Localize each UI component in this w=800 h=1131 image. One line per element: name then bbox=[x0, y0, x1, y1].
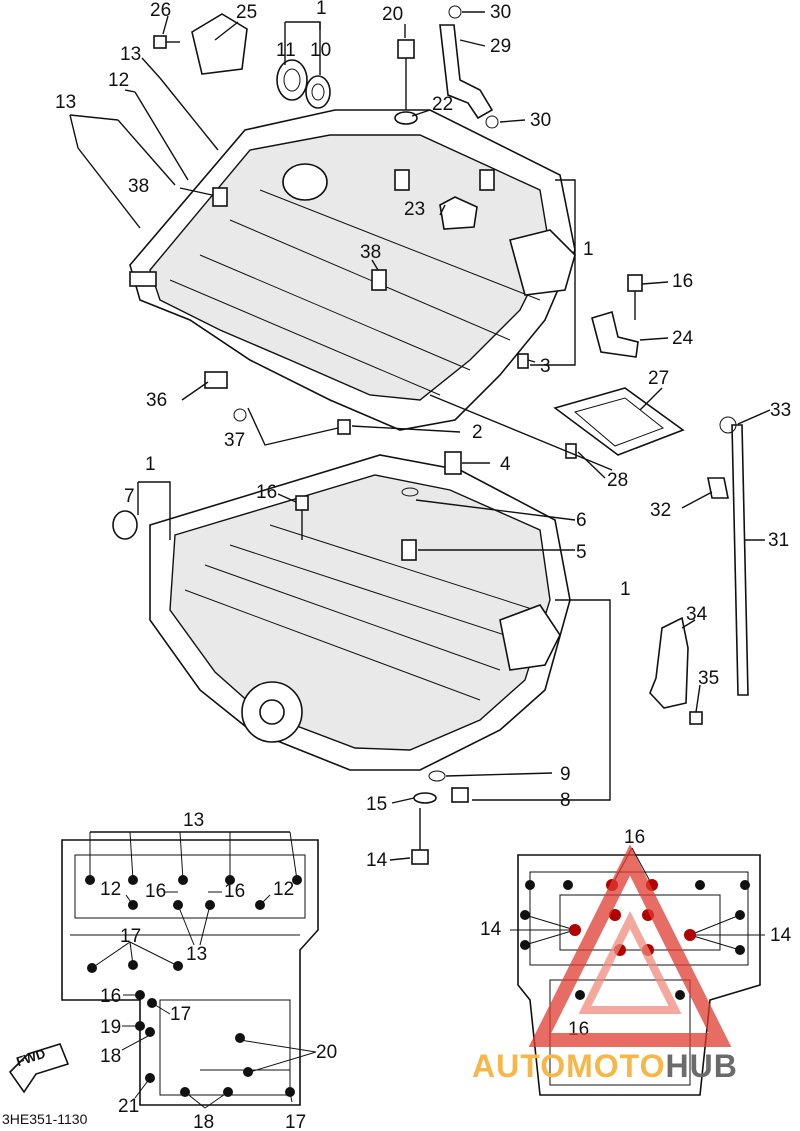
detail-left-16-c: 16 bbox=[100, 986, 121, 1007]
watermark-part1: AUTO bbox=[472, 1048, 567, 1084]
callout-2: 2 bbox=[472, 422, 483, 443]
callout-33: 33 bbox=[770, 400, 791, 421]
callout-12: 12 bbox=[108, 70, 129, 91]
callout-1-top: 1 bbox=[316, 0, 327, 19]
detail-right-16-top: 16 bbox=[624, 827, 645, 848]
fwd-arrow-icon bbox=[8, 1043, 70, 1094]
callout-24: 24 bbox=[672, 328, 694, 349]
upper-crankcase bbox=[129, 109, 576, 431]
callout-27: 27 bbox=[648, 368, 669, 389]
detail-left-17-a: 17 bbox=[120, 926, 141, 947]
detail-right-bolt-dots bbox=[520, 879, 750, 1000]
callout-30: 30 bbox=[530, 110, 551, 131]
detail-left-18-a: 18 bbox=[100, 1046, 121, 1067]
callout-7: 7 bbox=[124, 486, 135, 507]
leader-lines bbox=[69, 11, 771, 861]
callout-14: 14 bbox=[366, 850, 388, 871]
callout-1-right: 1 bbox=[583, 239, 594, 260]
callout-11: 11 bbox=[276, 40, 296, 61]
callout-32: 32 bbox=[650, 500, 671, 521]
detail-right-14-right: 14 bbox=[770, 925, 792, 946]
callout-31: 31 bbox=[768, 530, 789, 551]
callout-25: 25 bbox=[236, 2, 257, 23]
detail-left-20: 20 bbox=[316, 1042, 337, 1063]
callout-3: 3 bbox=[540, 356, 551, 377]
callout-9: 9 bbox=[560, 764, 571, 785]
callout-15: 15 bbox=[366, 794, 387, 815]
detail-left-19: 19 bbox=[100, 1017, 121, 1038]
watermark-text: AUTOMOTOHUB bbox=[472, 1048, 738, 1085]
callout-38-b: 38 bbox=[360, 242, 381, 263]
callout-22: 22 bbox=[432, 94, 453, 115]
callout-20: 20 bbox=[382, 4, 403, 25]
callout-36: 36 bbox=[146, 390, 167, 411]
detail-left-12-b: 12 bbox=[273, 879, 294, 900]
watermark-part2: MOTO bbox=[566, 1048, 666, 1084]
callout-1-mid: 1 bbox=[145, 454, 156, 475]
callout-8: 8 bbox=[560, 790, 571, 811]
detail-left-bolt-dots bbox=[85, 875, 302, 1097]
detail-right-14-left: 14 bbox=[480, 919, 502, 940]
watermark-triangle-logo bbox=[528, 844, 732, 1047]
detail-left-12-a: 12 bbox=[100, 879, 121, 900]
callout-4: 4 bbox=[500, 454, 511, 475]
lower-crankcase bbox=[149, 454, 571, 771]
detail-left-bolt-pattern: 13 12 16 16 12 17 13 16 17 19 18 20 21 1… bbox=[61, 810, 337, 1131]
detail-left-13-top: 13 bbox=[183, 810, 204, 831]
detail-left-16-b: 16 bbox=[224, 881, 245, 902]
detail-left-18-b: 18 bbox=[193, 1112, 214, 1131]
callout-29: 29 bbox=[490, 36, 511, 57]
callout-30-top: 30 bbox=[490, 2, 511, 23]
callout-5: 5 bbox=[576, 542, 587, 563]
callout-26: 26 bbox=[150, 0, 171, 21]
callout-10: 10 bbox=[310, 40, 331, 61]
small-parts bbox=[77, 5, 749, 865]
detail-left-13-mid: 13 bbox=[186, 944, 207, 965]
page-code: 3HE351-1130 bbox=[2, 1111, 88, 1127]
callout-13-a: 13 bbox=[120, 44, 141, 65]
callout-labels: 26 25 1 11 10 20 30 29 22 30 13 12 13 38… bbox=[55, 0, 791, 871]
callout-37: 37 bbox=[224, 430, 245, 451]
detail-left-17-c: 17 bbox=[285, 1112, 306, 1131]
callout-16-b: 16 bbox=[256, 482, 277, 503]
callout-13-b: 13 bbox=[55, 92, 76, 113]
callout-28: 28 bbox=[607, 470, 628, 491]
callout-23: 23 bbox=[404, 199, 425, 220]
callout-34: 34 bbox=[686, 604, 708, 625]
callout-16-a: 16 bbox=[672, 271, 693, 292]
callout-38-a: 38 bbox=[128, 176, 149, 197]
callout-1-low: 1 bbox=[620, 579, 631, 600]
detail-left-17-b: 17 bbox=[170, 1004, 191, 1025]
callout-35: 35 bbox=[698, 668, 719, 689]
watermark-part3: HUB bbox=[665, 1048, 738, 1084]
detail-left-21: 21 bbox=[118, 1096, 139, 1117]
detail-left-16-a: 16 bbox=[145, 881, 166, 902]
callout-6: 6 bbox=[576, 510, 587, 531]
